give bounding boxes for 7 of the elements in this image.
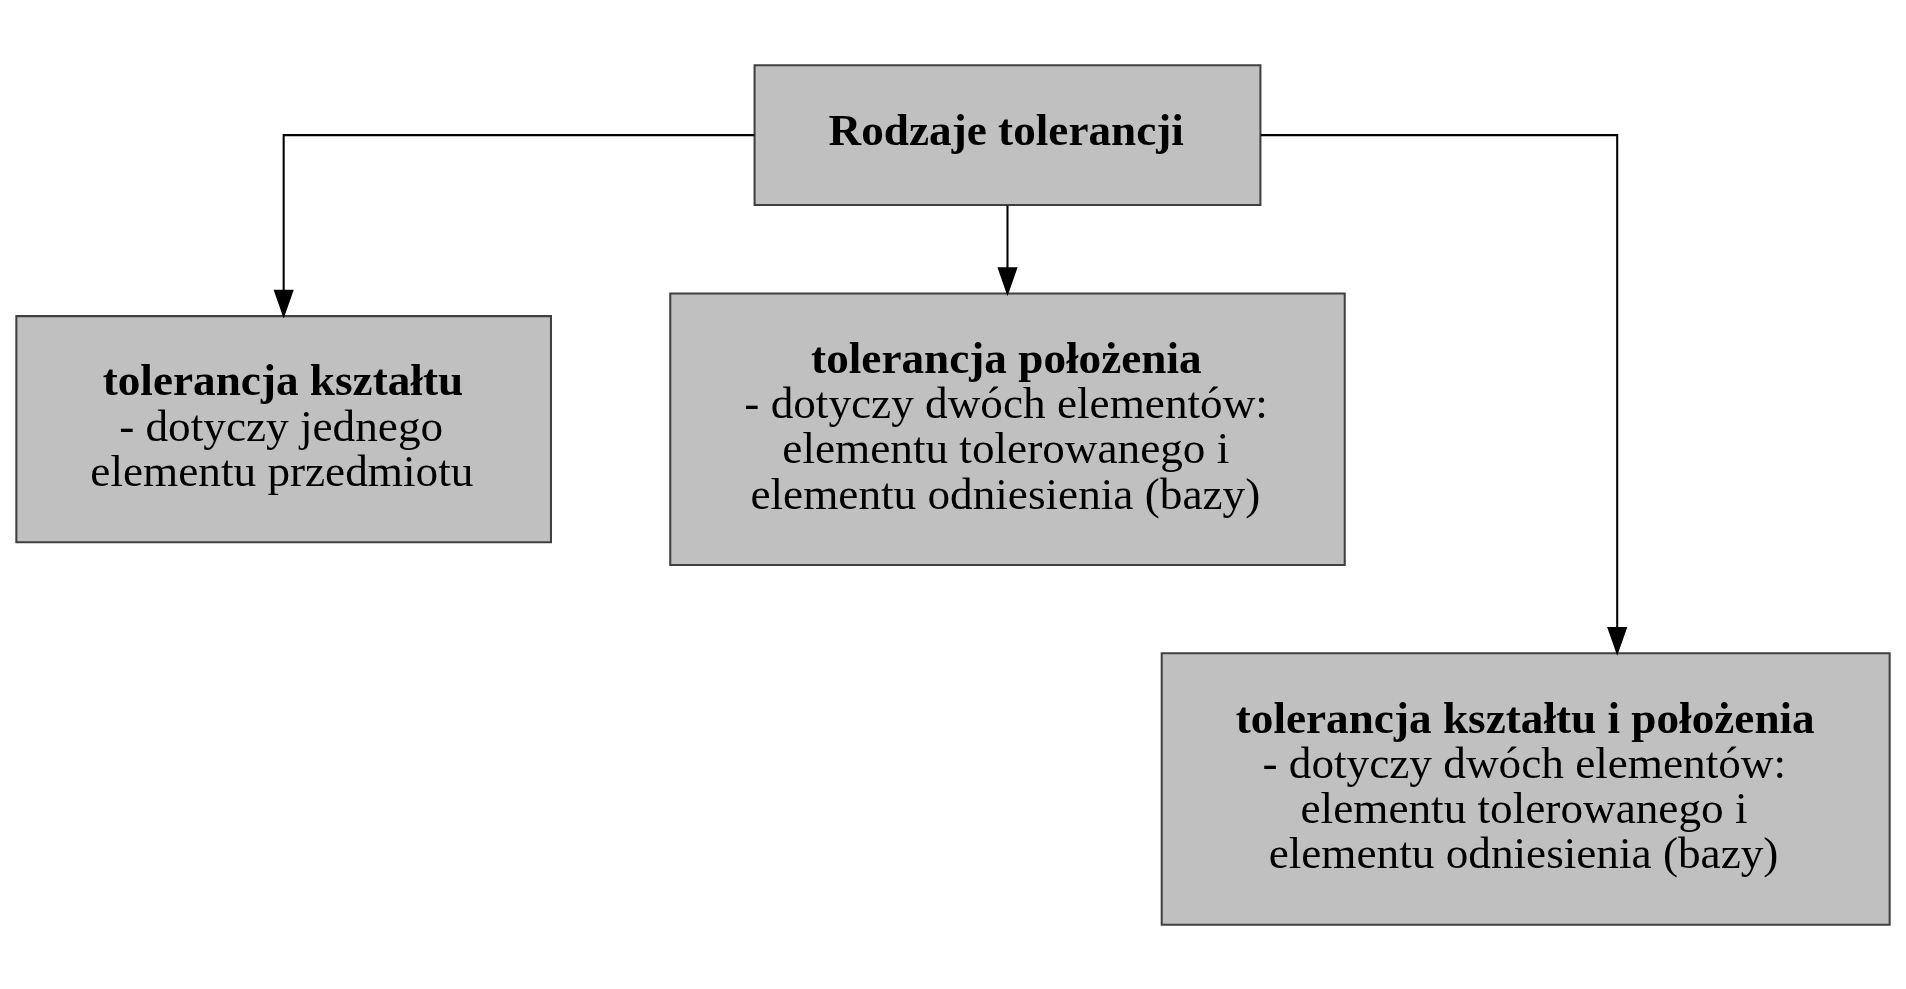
- arrow: [1260, 133, 1628, 656]
- node-box: tolerancja położenia - dotyczy dwóch elementów: elementu tolerowanego i elementu odniesienia (bazy): [669, 291, 1346, 566]
- node-box: tolerancja kształtu i położenia - dotyczy dwóch elementów: elementu tolerowanego i elementu odniesienia (bazy): [1160, 651, 1891, 926]
- node-box: Rodzaje tolerancji: [753, 63, 1262, 206]
- node-box: tolerancja kształtu - dotyczy jednego elementu przedmiotu: [15, 314, 552, 543]
- arrow: [997, 205, 1018, 296]
- arrow: [273, 133, 755, 319]
